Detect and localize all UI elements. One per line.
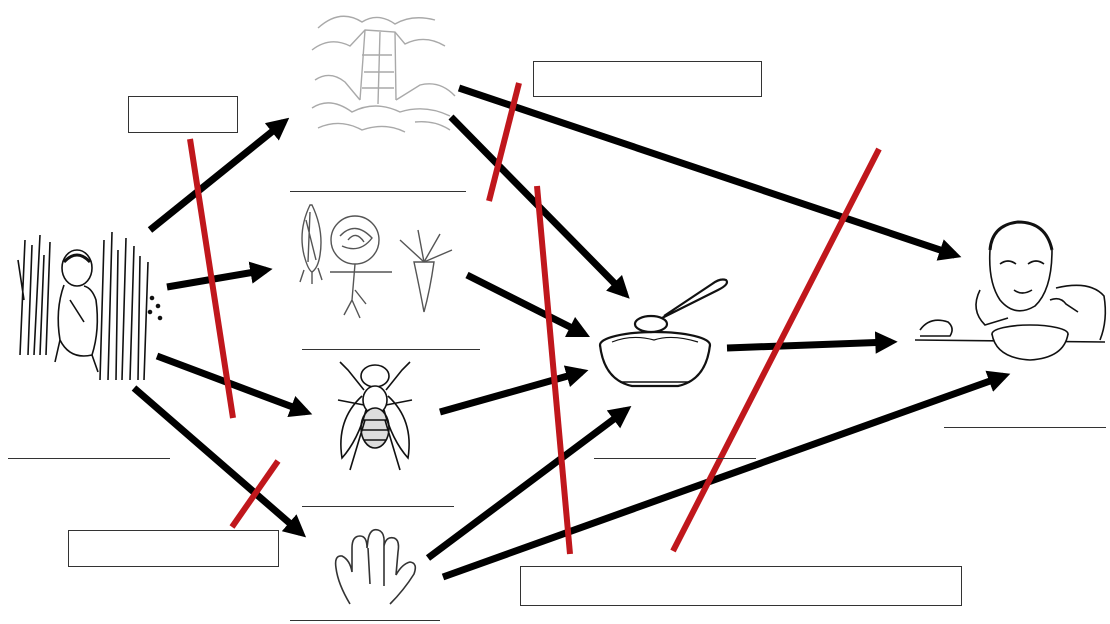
barrier-lines (190, 83, 879, 554)
water-source-waterfall-icon (312, 16, 455, 132)
person-defecating-in-field-icon (18, 232, 162, 380)
answer-line-crops[interactable] (302, 349, 480, 350)
answer-line-water[interactable] (290, 191, 466, 192)
answer-box-4[interactable] (520, 566, 962, 606)
answer-line-new-host[interactable] (944, 427, 1106, 428)
child-eating-icon (915, 222, 1105, 360)
answer-line-flies[interactable] (302, 506, 454, 507)
vegetables-crops-icon (300, 205, 452, 318)
barrier-line-4 (537, 186, 570, 554)
arrow-flies-to-food (440, 372, 582, 412)
answer-box-2[interactable] (533, 61, 762, 97)
arrow-hands-to-food (428, 410, 626, 558)
arrow-person-to-crops (167, 270, 266, 287)
answer-line-food[interactable] (594, 458, 756, 459)
answer-line-person[interactable] (8, 458, 170, 459)
answer-box-1[interactable] (128, 96, 238, 133)
housefly-icon (338, 362, 412, 470)
food-bowl-spoon-icon (600, 280, 727, 387)
hand-icon (336, 530, 416, 604)
arrow-food-to-new-host (727, 342, 891, 348)
barrier-line-2 (232, 461, 278, 527)
arrow-person-to-water (150, 122, 284, 230)
arrow-hands-to-new-host (443, 376, 1004, 577)
arrow-water-to-new-host (459, 88, 955, 255)
arrow-crops-to-food (467, 275, 584, 334)
answer-box-3[interactable] (68, 530, 279, 567)
answer-line-hands[interactable] (290, 620, 440, 621)
